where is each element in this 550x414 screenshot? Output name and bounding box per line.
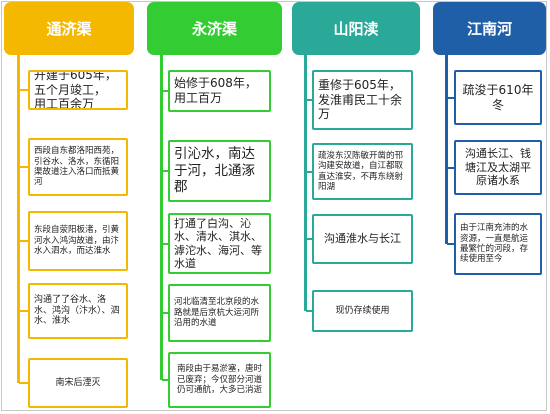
column-title: 山阳渎 (333, 20, 379, 38)
info-box-text: 疏浚于610年冬 (462, 82, 534, 112)
info-box: 始修于608年， 用工百万 (168, 70, 271, 112)
info-box: 开建于605年， 五个月竣工， 用工百余万 (28, 70, 128, 110)
column-connector-line (445, 55, 448, 244)
info-box-text: 打通了白沟、沁水、清水、淇水、滹沱水、海河、等水道 (174, 216, 262, 270)
info-box-text: 引沁水，南达于河，北通涿郡 (174, 146, 255, 196)
column-connector-line (160, 55, 163, 380)
info-box-text: 沟通淮水与长江 (324, 232, 401, 246)
column-header-2: 永济渠 (147, 2, 282, 55)
info-box-text: 由于江南充沛的水资源，一直是航运最繁忙的河段，存续使用至今 (460, 223, 529, 265)
info-box: 西段自东都洛阳西苑，引谷水、洛水，东循阳渠故道注入洛口而抵黄河 (28, 138, 128, 196)
connector-tick (306, 170, 312, 173)
info-box-text: 沟通了了谷水、洛水、鸿沟（汴水）、泗水、淮水 (34, 294, 120, 327)
info-box: 沟通淮水与长江 (312, 214, 413, 264)
info-box: 打通了白沟、沁水、清水、淇水、滹沱水、海河、等水道 (168, 213, 271, 274)
column-header-1: 通济渠 (4, 2, 134, 55)
info-box: 疏浚东汉陈敏开凿的邗沟建安故道，自江都取直达淮安，不再东绕射阳湖 (312, 143, 413, 200)
connector-tick (19, 166, 28, 168)
info-box-text: 现仍存续使用 (335, 305, 390, 316)
connector-tick (306, 310, 312, 312)
connector-tick (19, 382, 28, 384)
info-box: 引沁水，南达于河，北通涿郡 (168, 140, 271, 202)
column-title: 通济渠 (46, 20, 92, 38)
info-box-text: 河北临清至北京段的水路就是后京杭大运河所沿用的水道 (174, 297, 260, 329)
info-box: 现仍存续使用 (312, 290, 413, 332)
column-connector-line (304, 55, 307, 311)
connector-tick (162, 90, 168, 92)
info-box-text: 东段自荥阳板渚，引黄河水入鸿沟故道，由汴水入泗水，而达淮水 (34, 225, 120, 257)
column-header-3: 山阳渎 (292, 2, 420, 55)
info-box: 南段由于易淤塞，唐时已废弃；今仅部分河道仍可通航，大多已消逝 (168, 352, 271, 408)
connector-tick (162, 379, 168, 381)
info-box-text: 疏浚东汉陈敏开凿的邗沟建安故道，自江都取直达淮安，不再东绕射阳湖 (318, 150, 404, 192)
info-box: 沟通了了谷水、洛水、鸿沟（汴水）、泗水、淮水 (28, 283, 128, 339)
info-box-text: 重修于605年，发淮甫民工十余万 (318, 78, 403, 122)
column-header-4: 江南河 (433, 2, 546, 55)
info-box: 疏浚于610年冬 (454, 70, 542, 125)
info-box: 沟通长江、钱塘江及太湖平原诸水系 (454, 140, 542, 195)
info-box: 南宋后湮灭 (28, 358, 128, 408)
connector-tick (19, 89, 28, 91)
connector-tick (19, 240, 28, 242)
connector-tick (306, 99, 312, 101)
connector-tick (162, 170, 168, 172)
column-connector-line (17, 55, 20, 383)
connector-tick (447, 96, 454, 99)
connector-tick (447, 166, 454, 169)
info-box-text: 南段由于易淤塞，唐时已废弃；今仅部分河道仍可通航，大多已消逝 (176, 364, 262, 396)
connector-tick (162, 242, 168, 245)
info-box-text: 沟通长江、钱塘江及太湖平原诸水系 (465, 147, 531, 188)
connector-tick (162, 312, 168, 314)
connector-tick (19, 310, 28, 312)
info-box-text: 开建于605年， 五个月竣工， 用工百余万 (34, 70, 117, 110)
info-box: 东段自荥阳板渚，引黄河水入鸿沟故道，由汴水入泗水，而达淮水 (28, 211, 128, 271)
connector-tick (447, 243, 454, 245)
column-title: 江南河 (466, 20, 512, 38)
info-box: 河北临清至北京段的水路就是后京杭大运河所沿用的水道 (168, 284, 271, 342)
info-box: 由于江南充沛的水资源，一直是航运最繁忙的河段，存续使用至今 (454, 213, 542, 275)
connector-tick (306, 238, 312, 240)
info-box-text: 始修于608年， 用工百万 (174, 76, 257, 105)
column-title: 永济渠 (191, 20, 237, 38)
info-box: 重修于605年，发淮甫民工十余万 (312, 70, 413, 130)
info-box-text: 南宋后湮灭 (55, 377, 101, 388)
info-box-text: 西段自东都洛阳西苑，引谷水、洛水，东循阳渠故道注入洛口而抵黄河 (34, 146, 120, 188)
